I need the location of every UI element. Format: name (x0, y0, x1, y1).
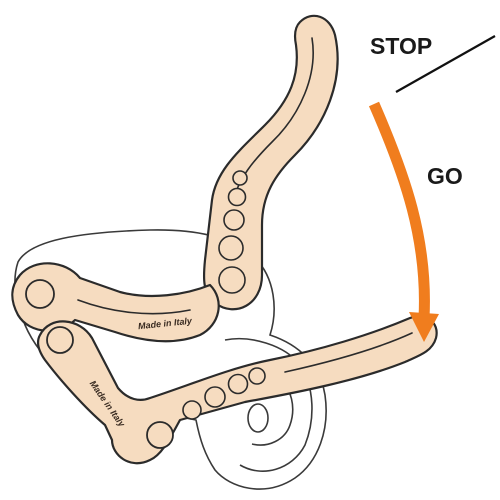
hole-c (227, 373, 249, 395)
hole-4 (218, 235, 244, 261)
go-arrow-head (409, 312, 439, 342)
device-hole (247, 403, 269, 433)
lower-arm-pivot-top (46, 326, 74, 354)
top-lever (202, 14, 339, 311)
top-lever-holes (218, 170, 248, 294)
lower-arm-pivot-bottom (146, 421, 174, 449)
device-inner-outline (224, 337, 313, 472)
upper-arm-slot (77, 299, 191, 315)
hole-b (204, 386, 226, 408)
upper-arm-pivot (25, 279, 55, 309)
stop-line (395, 35, 496, 93)
lower-arm: Made in Italy (36, 315, 438, 465)
go-arrow-shaft (368, 101, 430, 319)
hole-1 (232, 170, 248, 186)
lower-arm-holes (182, 367, 266, 420)
go-label: GO (427, 163, 463, 189)
lower-arm-slot (284, 332, 413, 373)
hole-5 (218, 266, 246, 294)
hole-d (248, 367, 266, 385)
hole-2 (227, 187, 247, 207)
top-lever-body (202, 14, 339, 311)
hole-a (182, 400, 202, 420)
stop-label: STOP (370, 33, 432, 59)
hole-3 (223, 209, 245, 231)
